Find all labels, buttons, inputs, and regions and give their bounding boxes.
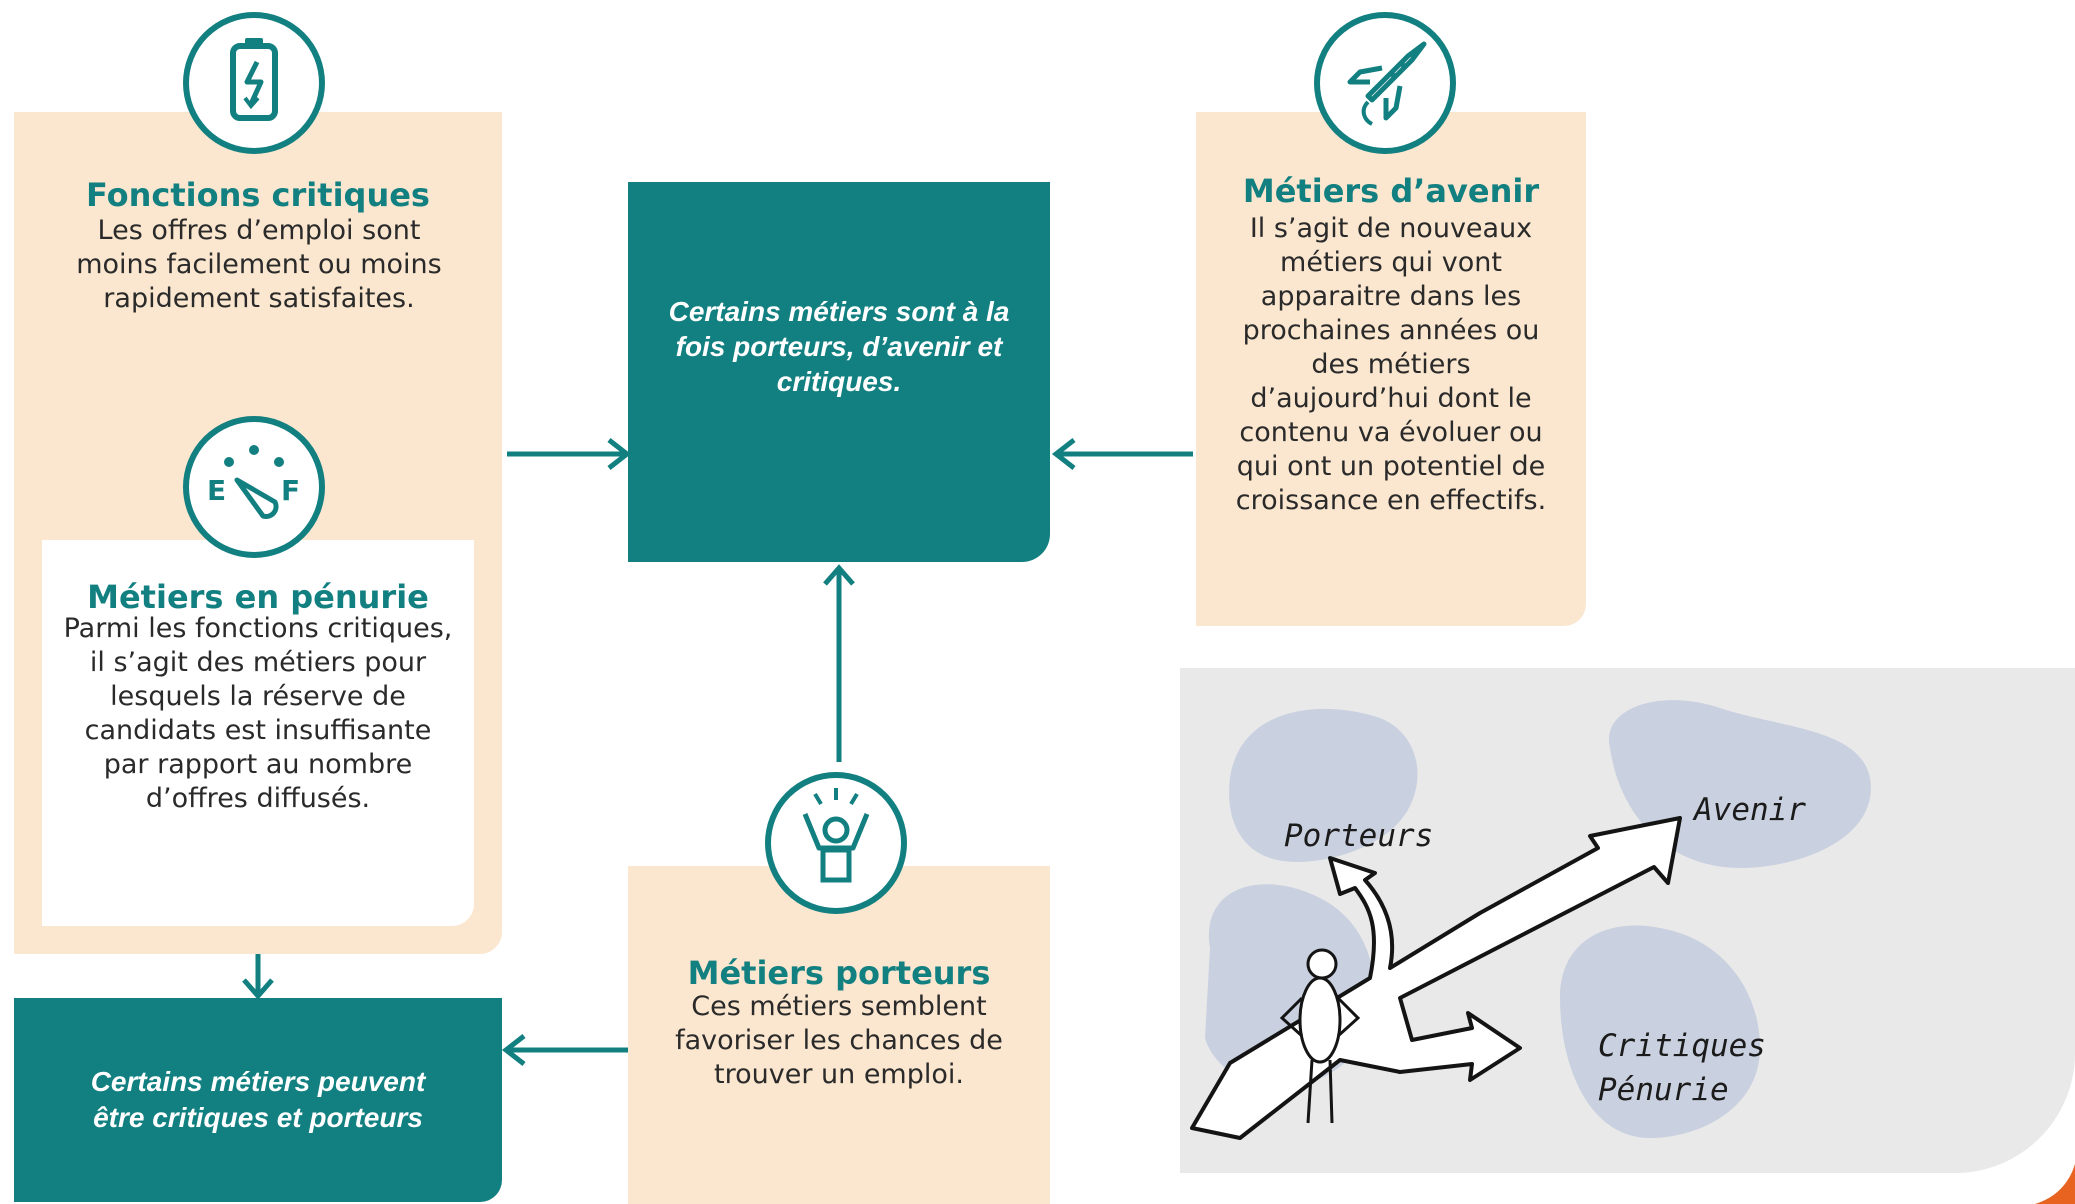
shortage-title: Métiers en pénurie (87, 578, 429, 616)
gauge-full-letter: F (281, 474, 300, 507)
down-arrow (242, 954, 274, 1000)
sketch-label-avenir: Avenir (1694, 792, 1806, 828)
sketch-panel: Porteurs Avenir Critiques Pénurie (1180, 668, 2075, 1173)
shortage-inner-panel (42, 540, 474, 926)
left-arrow (1051, 438, 1193, 470)
battery-icon-circle (183, 12, 325, 154)
critical-functions-text: Les offres d’emploi sont moins facilemen… (76, 215, 442, 314)
sketch-label-critiques: Critiques (1598, 1028, 1766, 1064)
critical-and-promising-text: Certains métiers peuvent être critiques … (90, 1066, 426, 1133)
future-jobs-text: Il s’agit de nouveaux métiers qui vont a… (1235, 213, 1547, 516)
critical-functions-title: Fonctions critiques (86, 176, 430, 214)
rocket-icon-circle (1314, 12, 1456, 154)
fuel-gauge-icon: E F (207, 445, 300, 519)
promising-jobs-text: Ces métiers semblent favoriser les chanc… (675, 991, 1003, 1090)
shortage-text: Parmi les fonctions critiques, il s’agit… (63, 613, 453, 814)
gauge-empty-letter: E (207, 474, 226, 507)
gauge-icon-circle: E F (183, 416, 325, 558)
right-arrow (507, 438, 632, 470)
center-summary-box: Certains métiers sont à la fois porteurs… (628, 182, 1050, 562)
sketch-label-porteurs: Porteurs (1284, 818, 1434, 854)
person-icon-circle (765, 772, 907, 914)
sketch-illustration (1190, 700, 1871, 1140)
orange-corner-accent (2035, 1164, 2075, 1204)
up-arrow (823, 564, 855, 762)
promising-jobs-panel (628, 866, 1050, 1204)
left-arrow-bottom (501, 1034, 628, 1066)
future-jobs-panel (1196, 112, 1586, 626)
battery-charging-icon (230, 38, 278, 121)
future-jobs-title: Métiers d’avenir (1242, 172, 1540, 210)
center-summary-text: Certains métiers sont à la fois porteurs… (668, 296, 1010, 397)
cheering-person-icon (802, 788, 870, 883)
sketch-label-penurie: Pénurie (1598, 1072, 1729, 1108)
rocket-icon (1347, 41, 1427, 126)
critical-and-promising-box: Certains métiers peuvent être critiques … (14, 998, 502, 1202)
promising-jobs-title: Métiers porteurs (687, 954, 991, 992)
